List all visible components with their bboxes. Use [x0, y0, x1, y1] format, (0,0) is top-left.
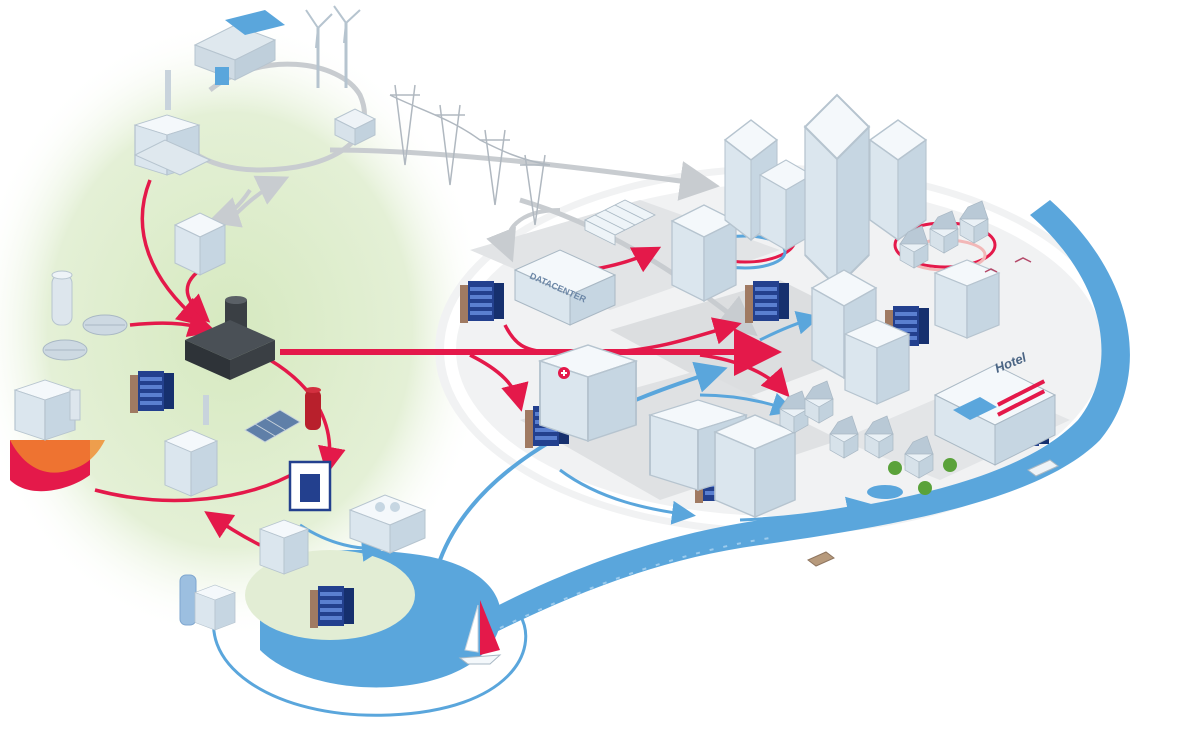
- heat-pump-icon: [288, 460, 332, 512]
- cooling-flow-to-residential: [739, 496, 871, 522]
- water-treatment-icon: [42, 270, 128, 361]
- pond: [867, 485, 903, 499]
- heat-flow-datacenter-to-street: [503, 324, 546, 354]
- geothermal-icon: [10, 379, 105, 492]
- bird-icon: [984, 257, 1032, 273]
- wind-turbine-icon: [305, 5, 361, 88]
- hydro-dam-icon: [193, 10, 285, 85]
- commercial-building-icon: [934, 259, 1000, 339]
- heat-flow-to-towers: [609, 317, 742, 354]
- power-flow-to-city: [329, 147, 720, 201]
- solar-panel-icon: [244, 387, 321, 443]
- greenhouse-icon: [584, 199, 656, 246]
- cooling-loop-outer: [212, 599, 528, 717]
- heat-flow-return-to-plant: [204, 511, 261, 547]
- power-flow-to-storage: [207, 188, 252, 228]
- heat-flow-from-treatment: [129, 310, 217, 337]
- industrial-plant-icon: [164, 395, 309, 575]
- sailboat-icon: [458, 600, 502, 665]
- storage-tank-icon: [173, 212, 227, 276]
- power-plant-icon: [133, 70, 212, 176]
- river: [470, 200, 1130, 640]
- waste-incinerator-icon: [185, 296, 275, 380]
- hospital-icon: [539, 344, 637, 442]
- tree-icon: [888, 458, 957, 495]
- heat-flow-from-geothermal: [94, 468, 301, 503]
- heat-flow-to-houses: [699, 353, 790, 398]
- cooling-flow-to-offices: [559, 468, 696, 525]
- substation-icon: [333, 108, 377, 146]
- datacenter-icon: DATACENTER: [513, 249, 617, 326]
- boat-icon: [807, 459, 1059, 567]
- cooling-flow-to-plant: [299, 523, 386, 562]
- pumping-station-icon: [179, 574, 236, 631]
- cooling-plant-icon: [348, 494, 427, 554]
- power-flow-from-storage: [233, 175, 290, 217]
- cooling-flow-to-city: [438, 361, 728, 561]
- power-pylon-icon: [389, 84, 551, 226]
- heat-flow-to-hospital: [469, 353, 529, 412]
